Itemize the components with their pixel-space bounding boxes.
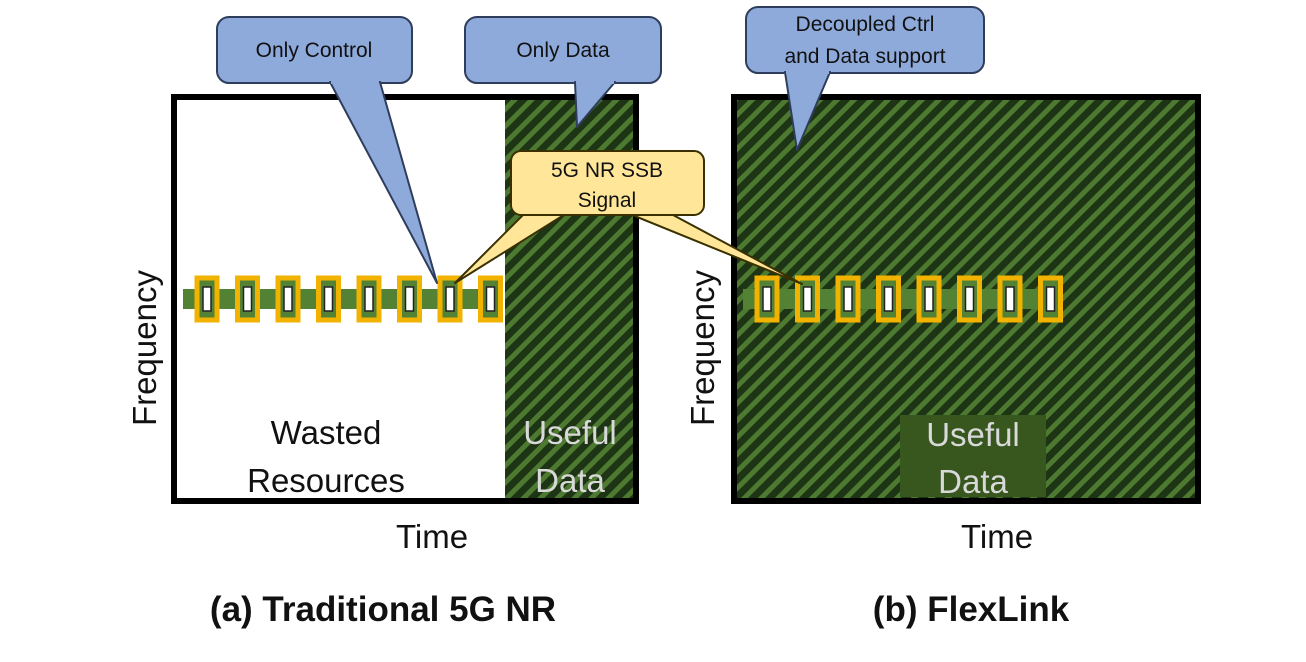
panel-b-ssb-block-core	[964, 286, 975, 312]
panel-b: Useful Data Frequency Time (b) FlexLink	[684, 94, 1201, 629]
panel-a-ssb-block-core	[202, 286, 212, 312]
panel-b-caption: (b) FlexLink	[873, 590, 1070, 629]
panel-b-useful-box	[900, 415, 1046, 497]
callout-decoupled-text-1: Decoupled Ctrl	[796, 13, 935, 36]
panel-b-ssb-block-core	[883, 286, 894, 312]
panel-b-ssb-block-core	[1005, 286, 1015, 312]
callout-ssb-text-1: 5G NR SSB	[551, 159, 663, 182]
panel-a-ssb-strip	[183, 275, 503, 323]
panel-b-y-axis-label: Frequency	[684, 270, 721, 426]
panel-b-ssb-strip	[743, 275, 1063, 323]
panel-a-caption: (a) Traditional 5G NR	[210, 590, 556, 629]
panel-a-ssb-block-core	[485, 286, 496, 312]
panel-b-ssb-block-core	[1045, 286, 1056, 312]
panel-b-ssb-block-core	[924, 286, 934, 312]
panel-b-x-axis-label: Time	[961, 518, 1033, 555]
panel-a-ssb-block-core	[404, 286, 415, 312]
panel-a-useful-label-1: Useful	[523, 414, 617, 451]
panel-a-ssb-band	[183, 289, 503, 309]
panel-a-y-axis-label: Frequency	[126, 270, 163, 426]
callout-only-data: Only Data	[464, 16, 662, 128]
panel-a-wasted-label-1: Wasted	[271, 414, 382, 451]
panel-b-useful-label-1: Useful	[926, 416, 1020, 453]
panel-b-useful-label-2: Data	[938, 463, 1008, 500]
panel-a-useful-label-2: Data	[535, 462, 605, 499]
callout-decoupled-text-2: and Data support	[784, 45, 945, 68]
panel-a-ssb-block-core	[242, 286, 253, 312]
panel-b-ssb-block-core	[843, 286, 853, 312]
callout-ssb-signal: 5G NR SSB Signal	[454, 150, 803, 285]
panel-a-ssb-block-core	[445, 286, 455, 312]
panel-b-ssb-block-core	[802, 286, 813, 312]
callout-only-control-text: Only Control	[256, 39, 373, 62]
callout-only-control: Only Control	[216, 16, 438, 284]
callout-decoupled: Decoupled Ctrl and Data support	[745, 6, 985, 151]
callout-ssb-text-2: Signal	[578, 189, 636, 212]
panel-b-frame	[731, 94, 1201, 504]
panel-a-frame	[171, 94, 639, 504]
panel-a-ssb-block-core	[364, 286, 374, 312]
panel-a-x-axis-label: Time	[396, 518, 468, 555]
panel-a-ssb-block-core	[283, 286, 293, 312]
callout-only-data-text: Only Data	[516, 39, 610, 62]
panel-a-wasted-label-2: Resources	[247, 462, 405, 499]
panel-a-ssb-block-core	[323, 286, 334, 312]
panel-b-ssb-band	[743, 289, 1063, 309]
panel-b-ssb-block-core	[762, 286, 772, 312]
